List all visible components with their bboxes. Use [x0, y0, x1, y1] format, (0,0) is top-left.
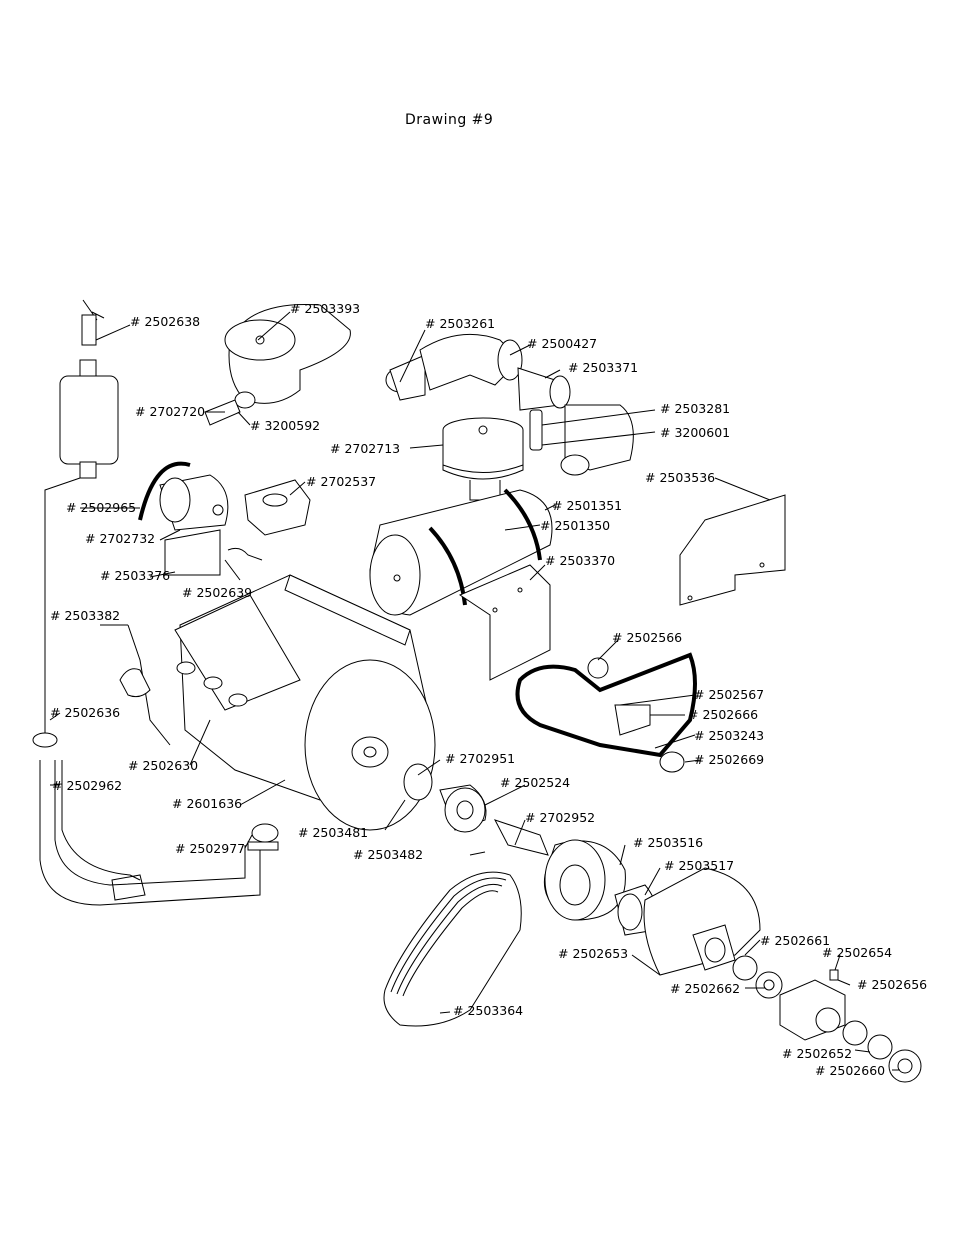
part-label: # 2503376: [100, 568, 170, 583]
part-label: # 2501351: [552, 498, 622, 513]
part-label: # 2503516: [633, 835, 703, 850]
part-label: # 2502660: [815, 1063, 885, 1078]
part-label: # 2503243: [694, 728, 764, 743]
part-label: # 2503281: [660, 401, 730, 416]
drawing-title: Drawing #9: [405, 112, 493, 128]
part-label: # 2503382: [50, 608, 120, 623]
part-label: # 2502962: [52, 778, 122, 793]
part-label: # 2502656: [857, 977, 927, 992]
intake-hoses: [385, 333, 634, 476]
part-label: # 2503481: [298, 825, 368, 840]
part-label: # 2502662: [670, 981, 740, 996]
part-labels: # 2502638 # 2503393 # 2503261 # 2500427 …: [50, 301, 927, 1078]
part-label: # 2502661: [760, 933, 830, 948]
filter-bracket: [458, 564, 551, 681]
part-label: # 2503517: [664, 858, 734, 873]
part-label: # 2502639: [182, 585, 252, 600]
part-label: # 2503370: [545, 553, 615, 568]
part-label: # 2503482: [353, 847, 423, 862]
part-label: # 2502630: [128, 758, 198, 773]
part-label: # 2702720: [135, 404, 205, 419]
part-label: # 2502636: [50, 705, 120, 720]
part-label: # 3200601: [660, 425, 730, 440]
part-label: # 2502669: [694, 752, 764, 767]
part-label: # 2501350: [540, 518, 610, 533]
part-label: # 2503364: [453, 1003, 523, 1018]
part-label: # 2502567: [694, 687, 764, 702]
part-label: # 2502965: [66, 500, 136, 515]
part-label: # 2503261: [425, 316, 495, 331]
part-label: # 2503393: [290, 301, 360, 316]
gear-housing: [643, 867, 922, 1083]
part-label: # 3200592: [250, 418, 320, 433]
part-label: # 2502652: [782, 1046, 852, 1061]
part-label: # 2502977: [175, 841, 245, 856]
part-label: # 2702951: [445, 751, 515, 766]
part-label: # 2702713: [330, 441, 400, 456]
part-label: # 2503371: [568, 360, 638, 375]
part-label: # 2502654: [822, 945, 892, 960]
part-label: # 2702732: [85, 531, 155, 546]
part-label: # 2702952: [525, 810, 595, 825]
part-label: # 2601636: [172, 796, 242, 811]
drive-shaft: [403, 763, 658, 936]
air-cleaner: [369, 417, 553, 616]
part-label: # 2502566: [612, 630, 682, 645]
small-belt: [515, 652, 697, 773]
elbow-cover: [204, 303, 351, 426]
engine-block: [119, 574, 436, 831]
panel-cover: [679, 494, 786, 606]
part-label: # 2503536: [645, 470, 715, 485]
part-label: # 2502638: [130, 314, 200, 329]
part-label: # 2502524: [500, 775, 570, 790]
v-belt: [383, 871, 522, 1027]
muffler-assembly: [32, 299, 279, 906]
starter-motor: [138, 461, 311, 576]
part-label: # 2502666: [688, 707, 758, 722]
part-label: # 2702537: [306, 474, 376, 489]
part-label: # 2500427: [527, 336, 597, 351]
part-label: # 2502653: [558, 946, 628, 961]
leader-lines: [49, 311, 900, 1071]
